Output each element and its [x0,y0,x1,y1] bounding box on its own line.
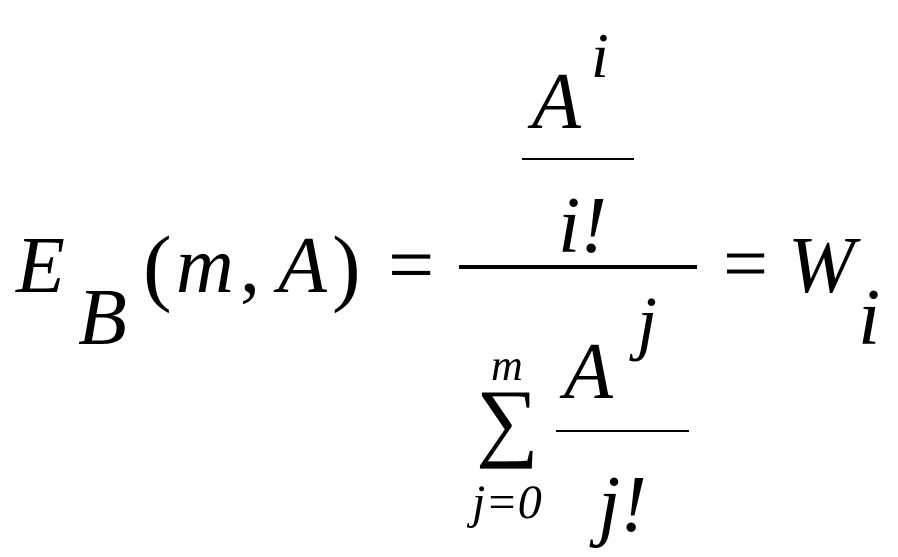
argument-m: m [176,222,234,310]
sum-upper-limit-m: m [491,341,523,390]
equals-sign-1: = [388,219,435,310]
denominator-denominator-j-factorial: j! [598,461,647,549]
equals-sign-2: = [723,220,769,308]
result-symbol-w: W [788,222,855,310]
denominator-inner-fraction-bar [556,430,689,432]
open-paren: ( [143,218,172,314]
function-subscript-b: B [78,274,127,362]
sigma-icon: ∑ [476,373,539,470]
argument-comma: , [240,222,260,310]
numerator-exponent-i: i [591,20,609,91]
argument-a: A [278,222,327,310]
numerator-denominator-i-factorial: i! [558,182,607,270]
numerator-base-a: A [532,58,581,146]
numerator-inner-fraction-bar [522,158,634,160]
close-paren: ) [332,218,361,314]
result-subscript-i: i [858,274,881,362]
denominator-exponent-j: j [637,282,658,362]
function-symbol-e: E [16,222,65,310]
sum-lower-limit: j=0 [472,476,542,529]
main-fraction-bar [459,265,697,269]
denominator-base-a: A [564,328,613,416]
